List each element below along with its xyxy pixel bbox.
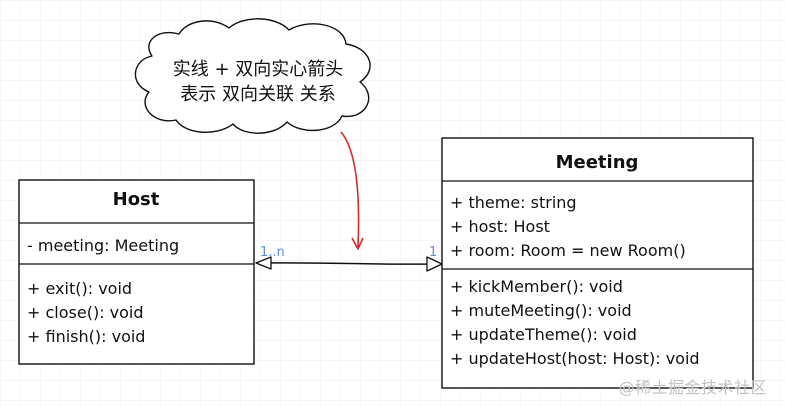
cloud-shape bbox=[134, 18, 371, 134]
class-host-operation: + finish(): void bbox=[27, 327, 145, 346]
note-line-1: 实线 + 双向实心箭头 bbox=[173, 59, 344, 80]
note-pointer-curve bbox=[340, 131, 360, 248]
watermark: @稀土掘金技术社区 bbox=[618, 378, 767, 397]
class-host-box bbox=[18, 179, 255, 365]
class-meeting-operation: + updateTheme(): void bbox=[450, 325, 637, 344]
class-meeting-attribute: + theme: string bbox=[450, 193, 577, 212]
association-line[interactable]: 1..n 1 bbox=[255, 245, 443, 272]
note-pointer-head bbox=[351, 237, 364, 250]
class-meeting-operation: + kickMember(): void bbox=[450, 277, 623, 296]
note-cloud[interactable]: 实线 + 双向实心箭头 表示 双向关联 关系 bbox=[134, 18, 371, 134]
association-arrowhead-host bbox=[255, 256, 272, 270]
class-meeting[interactable]: Meeting + theme: string + host: Host + r… bbox=[441, 137, 754, 389]
class-host-name: Host bbox=[113, 189, 160, 210]
class-meeting-attribute: + room: Room = new Room() bbox=[450, 241, 686, 260]
class-meeting-attribute: + host: Host bbox=[450, 217, 550, 236]
note-line-2: 表示 双向关联 关系 bbox=[180, 84, 335, 105]
class-meeting-box bbox=[441, 137, 754, 389]
class-meeting-operation: + muteMeeting(): void bbox=[450, 301, 632, 320]
class-host-attribute: - meeting: Meeting bbox=[27, 236, 179, 255]
association-path bbox=[255, 262, 441, 265]
multiplicity-host: 1..n bbox=[260, 245, 285, 260]
association-arrowhead-meeting bbox=[426, 256, 443, 272]
class-host-operation: + exit(): void bbox=[27, 279, 132, 298]
class-meeting-name: Meeting bbox=[556, 152, 639, 173]
note-pointer-arrow bbox=[340, 131, 364, 250]
class-host[interactable]: Host - meeting: Meeting + exit(): void +… bbox=[18, 179, 255, 365]
class-meeting-operation: + updateHost(host: Host): void bbox=[450, 349, 700, 368]
class-host-operation: + close(): void bbox=[27, 303, 144, 322]
multiplicity-meeting: 1 bbox=[429, 245, 437, 260]
